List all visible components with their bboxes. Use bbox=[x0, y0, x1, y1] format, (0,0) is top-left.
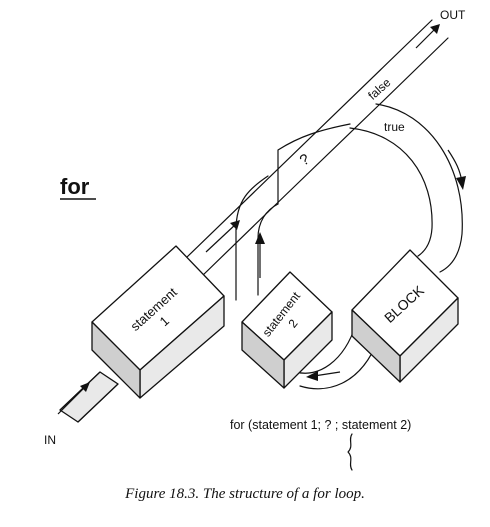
flow-arrows bbox=[57, 24, 466, 415]
block-box: BLOCK bbox=[351, 249, 459, 383]
brace-icon bbox=[347, 433, 353, 471]
statement-1-box: statement 1 bbox=[91, 245, 225, 399]
true-label: true bbox=[384, 120, 405, 134]
statement-2-box: statement 2 bbox=[241, 271, 333, 389]
out-label: OUT bbox=[440, 8, 466, 22]
loop-channel bbox=[235, 123, 351, 301]
false-label: false bbox=[365, 75, 393, 103]
true-branch bbox=[349, 103, 463, 273]
main-channel bbox=[59, 19, 449, 423]
in-label: IN bbox=[44, 433, 56, 447]
figure-caption: Figure 18.3. The structure of a for loop… bbox=[124, 486, 365, 502]
for-keyword: for bbox=[60, 174, 90, 199]
condition-label: ? bbox=[297, 151, 313, 170]
syntax-line: for (statement 1; ? ; statement 2) bbox=[230, 418, 411, 432]
